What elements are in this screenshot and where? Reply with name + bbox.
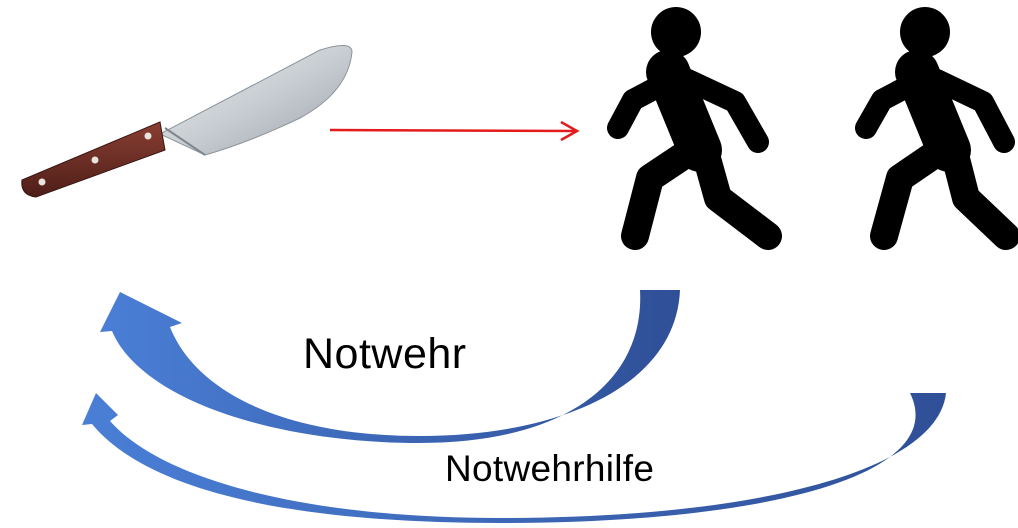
attack-arrow — [329, 120, 580, 142]
walking-person-icon — [607, 7, 782, 250]
knife-icon — [21, 45, 353, 198]
notwehrhilfe-label: Notwehrhilfe — [445, 448, 655, 489]
notwehr-label: Notwehr — [303, 330, 467, 378]
notwehr-arrow — [100, 290, 680, 443]
walking-person-icon — [855, 7, 1018, 250]
